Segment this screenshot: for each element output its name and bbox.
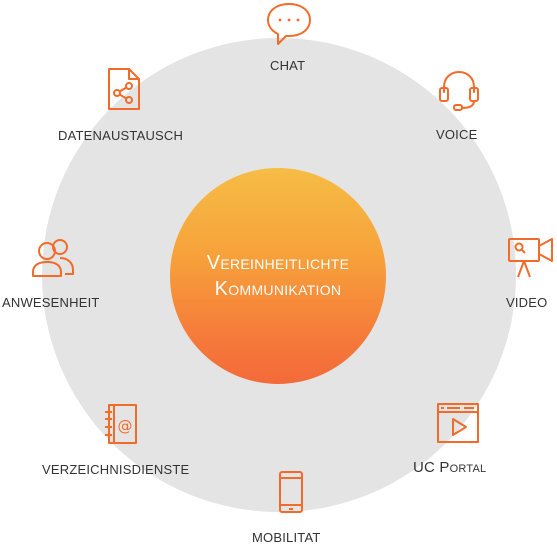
node-label-mobilitat: MOBILITAT <box>252 530 321 545</box>
center-circle: Vereinheitlichte Kommunikation <box>170 168 386 384</box>
node-label-datenaustausch: DATENAUSTAUSCH <box>58 128 184 143</box>
node-label-anwesenheit: ANWESENHEIT <box>2 295 100 310</box>
node-label-verzeichnisdienste: VERZEICHNISDIENSTE <box>42 462 190 477</box>
browser-play-icon <box>436 402 480 444</box>
node-label-uc-portal: UC Portal <box>413 459 487 476</box>
center-title-line-1: Vereinheitlichte <box>206 252 350 274</box>
node-label-chat: CHAT <box>270 58 306 73</box>
file-share-icon <box>106 67 142 111</box>
smartphone-icon <box>278 470 304 514</box>
node-label-voice: VOICE <box>436 127 478 142</box>
center-title-line-2: Kommunikation <box>214 278 342 300</box>
users-icon <box>30 236 76 280</box>
headset-icon <box>438 68 480 112</box>
node-label-video: VIDEO <box>506 295 548 310</box>
chat-bubble-icon <box>265 2 313 46</box>
svg-text:@: @ <box>118 417 133 435</box>
address-book-icon: @ <box>103 403 139 445</box>
video-camera-icon <box>506 235 556 281</box>
